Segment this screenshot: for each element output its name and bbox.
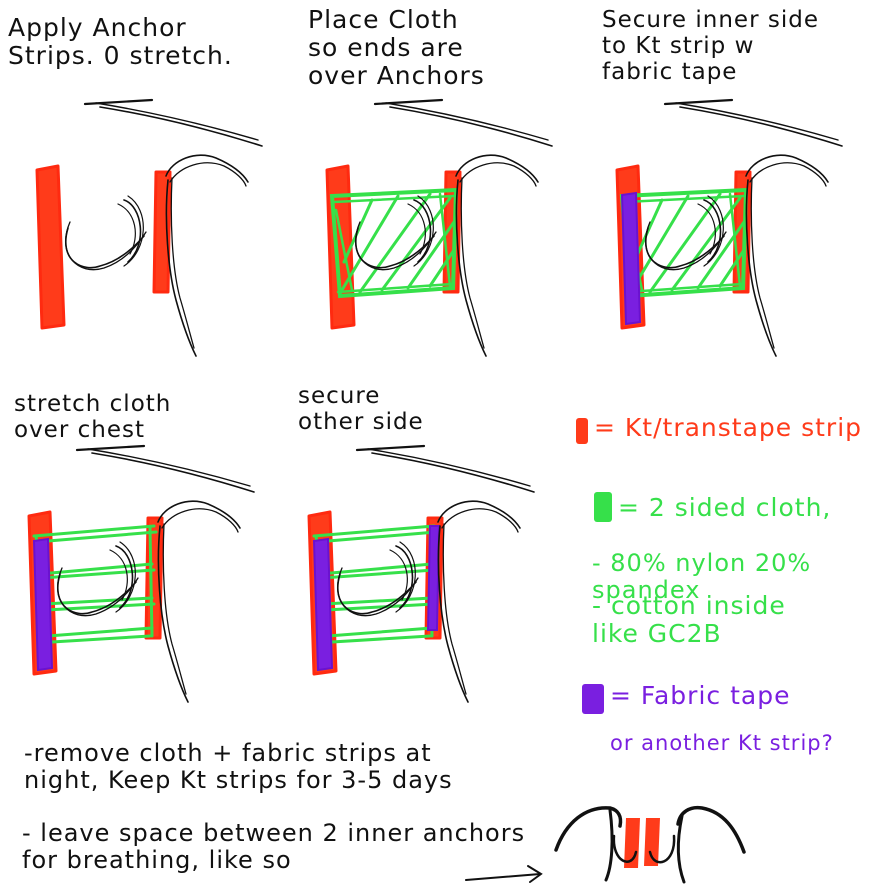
step-2-sketch [325,98,554,358]
fabric-tape-alt-note: or another Kt strip? [610,731,834,755]
step-5-title: secure other side [298,383,424,435]
step-3-title: Secure inner side to Kt strip w fabric t… [602,7,819,85]
step-4-sketch [27,444,256,704]
cloth-swatch [594,492,612,522]
arrow [465,865,543,883]
step-5-sketch [307,444,536,704]
step-1-title: Apply Anchor Strips. 0 stretch. [8,13,233,70]
step-3-sketch [615,98,844,358]
legend-cloth: = 2 sided cloth, [618,493,832,522]
legend-fabric-tape: = Fabric tape [610,681,791,710]
step-4-title: stretch cloth over chest [14,391,172,443]
note-breathing-space: - leave space between 2 inner anchors fo… [22,819,526,874]
kt-strip-swatch [576,418,588,444]
breathing-space-sketch [554,805,746,884]
note-removal: -remove cloth + fabric strips at night, … [24,739,453,794]
step-2-title: Place Cloth so ends are over Anchors [308,5,485,90]
step-1-sketch [35,98,264,358]
cloth-note-lining: - cotton inside like GC2B [592,591,786,648]
fabric-tape-swatch [582,684,604,714]
legend-kt-strip: = Kt/transtape strip [594,413,863,442]
cloth-note-material: - 80% nylon 20% spandex [592,549,812,604]
